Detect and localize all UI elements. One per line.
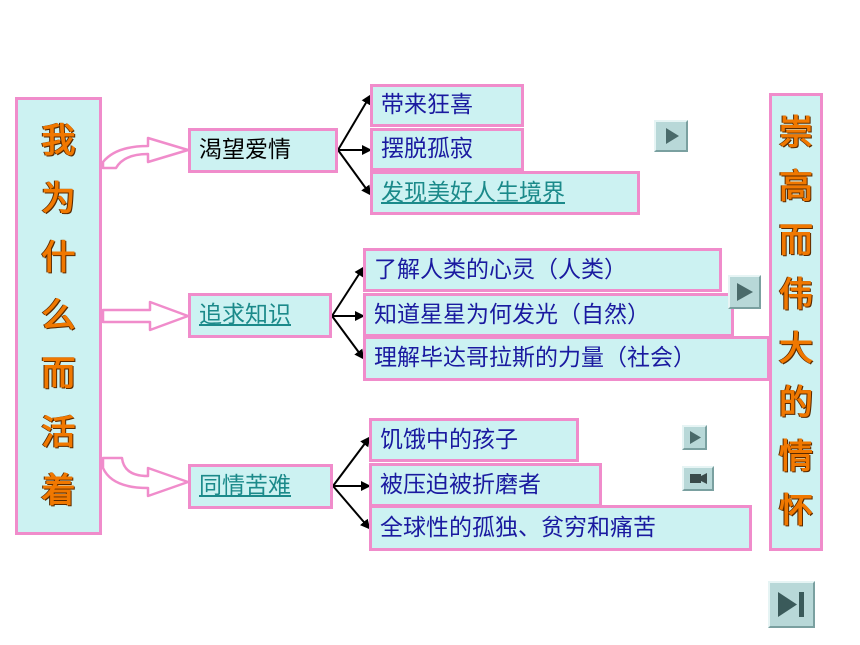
play-button-1[interactable] [654, 120, 688, 152]
right-title-box: 崇 高 而 伟 大 的 情 怀 [769, 93, 823, 551]
play-button-3[interactable] [682, 425, 707, 450]
play-icon [737, 283, 753, 301]
item-love-2: 摆脱孤寂 [370, 128, 524, 171]
item-knowledge-1: 了解人类的心灵（人类） [363, 248, 722, 292]
left-title-char: 活 [41, 412, 76, 453]
item-label: 饥饿中的孩子 [380, 426, 518, 453]
branch-arrow [332, 436, 371, 487]
branch-arrow [337, 94, 372, 151]
left-title-char: 么 [41, 295, 76, 336]
video-button[interactable] [682, 466, 714, 491]
item-love-1: 带来狂喜 [370, 84, 524, 127]
item-sympathy-2: 被压迫被折磨者 [369, 463, 602, 507]
branch-love: 渴望爱情 [188, 128, 338, 173]
item-knowledge-2: 知道星星为何发光（自然） [363, 293, 734, 337]
branch-arrows [331, 94, 372, 530]
item-label: 全球性的孤独、贫穷和痛苦 [380, 514, 656, 541]
right-title-char: 大 [779, 329, 813, 369]
item-label: 带来狂喜 [381, 92, 473, 118]
left-title-char: 而 [41, 354, 76, 395]
item-love-3-link[interactable]: 发现美好人生境界 [370, 171, 640, 215]
left-title-char: 什 [41, 237, 76, 278]
left-title-char: 着 [41, 470, 76, 511]
branch-label: 追求知识 [199, 302, 291, 328]
item-knowledge-3: 理解毕达哥拉斯的力量（社会） [363, 336, 770, 381]
item-label: 了解人类的心灵（人类） [374, 256, 627, 283]
play-icon [690, 431, 701, 444]
branch-label: 同情苦难 [199, 473, 291, 499]
item-label: 被压迫被折磨者 [380, 471, 541, 498]
right-title-char: 伟 [779, 275, 813, 315]
item-sympathy-1: 饥饿中的孩子 [369, 418, 579, 462]
branch-sympathy-link[interactable]: 同情苦难 [188, 464, 333, 509]
item-label: 理解毕达哥拉斯的力量（社会） [374, 345, 696, 371]
hollow-arrow-love [101, 136, 190, 170]
right-title-char: 高 [779, 167, 813, 207]
play-button-2[interactable] [728, 275, 761, 309]
skip-to-end-icon [778, 592, 804, 617]
item-sympathy-3: 全球性的孤独、贫穷和痛苦 [369, 505, 752, 551]
video-camera-icon [690, 473, 707, 484]
branch-label: 渴望爱情 [199, 137, 291, 163]
left-title-box: 我 为 什 么 而 活 着 [15, 97, 102, 535]
right-title-char: 而 [779, 221, 813, 261]
branch-arrow [332, 485, 371, 530]
right-title-char: 崇 [779, 113, 813, 153]
branch-knowledge-link[interactable]: 追求知识 [188, 293, 332, 338]
item-label: 发现美好人生境界 [381, 179, 565, 206]
hollow-arrow-knowledge [101, 300, 190, 332]
right-title-char: 情 [779, 437, 813, 477]
left-title-char: 我 [41, 121, 76, 162]
branch-arrow [331, 315, 365, 360]
hollow-arrow-sympathy [101, 456, 190, 498]
item-label: 知道星星为何发光（自然） [374, 301, 650, 328]
right-title-char: 怀 [779, 491, 813, 531]
branch-arrow [331, 266, 365, 317]
right-title-char: 的 [779, 383, 813, 423]
item-label: 摆脱孤寂 [381, 136, 473, 162]
play-icon [666, 128, 679, 144]
end-button[interactable] [768, 581, 815, 628]
branch-arrow [337, 149, 372, 196]
left-title-char: 为 [41, 179, 76, 220]
